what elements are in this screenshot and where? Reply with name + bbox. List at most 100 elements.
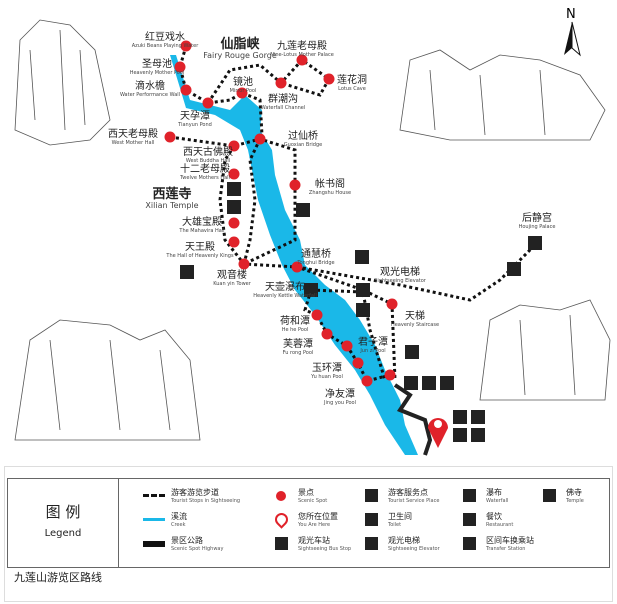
scenic-spot-dot[interactable] <box>180 84 192 96</box>
legend-frame <box>4 466 613 602</box>
info-icon <box>404 376 418 390</box>
mountain-sketches <box>14 19 611 441</box>
scenic-spot-dot[interactable] <box>202 97 214 109</box>
toilet-icon <box>507 262 521 276</box>
elevator-icon <box>356 283 370 297</box>
scenic-spot-dot[interactable] <box>386 298 398 310</box>
north-arrow-icon <box>564 21 581 57</box>
scenic-spot-dot[interactable] <box>352 357 364 369</box>
scenic-spot-dot[interactable] <box>289 179 301 191</box>
mountain-sketch <box>399 49 606 141</box>
toilet-icon <box>471 410 485 424</box>
scenic-spot-dot[interactable] <box>341 340 353 352</box>
scenic-spot-dot[interactable] <box>228 140 240 152</box>
restaurant-icon <box>458 513 480 527</box>
legend-title: 图 例 Legend <box>8 479 119 567</box>
toilet-icon <box>422 376 436 390</box>
scenic-spot-dot[interactable] <box>361 375 373 387</box>
bus-stop-icon <box>440 376 454 390</box>
scenic-spot-dot[interactable] <box>321 328 333 340</box>
transfer-bus-icon <box>453 428 467 442</box>
waterfall-icon <box>458 489 480 503</box>
info-icon <box>453 410 467 424</box>
north-label: N <box>566 7 576 22</box>
scenic-spot-dot[interactable] <box>291 261 303 273</box>
scenic-spot-dot[interactable] <box>236 87 248 99</box>
scenic-spot-dot[interactable] <box>254 133 266 145</box>
scenic-spot-dot[interactable] <box>228 236 240 248</box>
scenic-spot-dot[interactable] <box>296 54 308 66</box>
transfer-bus-icon <box>458 537 480 551</box>
restaurant-icon <box>180 265 194 279</box>
scenic-spot-dot[interactable] <box>228 168 240 180</box>
restaurant-icon <box>405 345 419 359</box>
elevator-icon <box>360 537 382 551</box>
scenic-spot-dot[interactable] <box>311 309 323 321</box>
map-caption: 九莲山游览区路线 <box>14 571 102 584</box>
scenic-highway <box>393 383 433 456</box>
toilet-icon <box>356 303 370 317</box>
trail-dash <box>143 489 165 503</box>
temple-icon <box>227 182 241 196</box>
temple-icon <box>538 489 560 503</box>
bus-stop-icon <box>471 428 485 442</box>
scenic-spot-dot[interactable] <box>323 73 335 85</box>
bus-stop-icon <box>270 537 292 551</box>
scenic-spot-dot[interactable] <box>275 77 287 89</box>
scenic-map: N <box>14 7 611 456</box>
scenic-spot-dot[interactable] <box>180 40 192 52</box>
highway-line <box>143 537 165 551</box>
scenic-spot-dot[interactable] <box>174 61 186 73</box>
scenic-spot-dot[interactable] <box>384 369 396 381</box>
scenic-spot-dot[interactable] <box>228 217 240 229</box>
creek-line <box>143 513 165 527</box>
mountain-sketch <box>14 319 201 441</box>
scenic-spot-dot[interactable] <box>164 131 176 143</box>
toilet-icon <box>296 203 310 217</box>
scenic-spot-dot[interactable] <box>238 258 250 270</box>
toilet-icon <box>360 513 382 527</box>
you-are-here-pin-icon <box>428 418 448 448</box>
waterfall-icon <box>304 283 318 297</box>
facility-icons <box>180 182 542 442</box>
temple-icon <box>528 236 542 250</box>
